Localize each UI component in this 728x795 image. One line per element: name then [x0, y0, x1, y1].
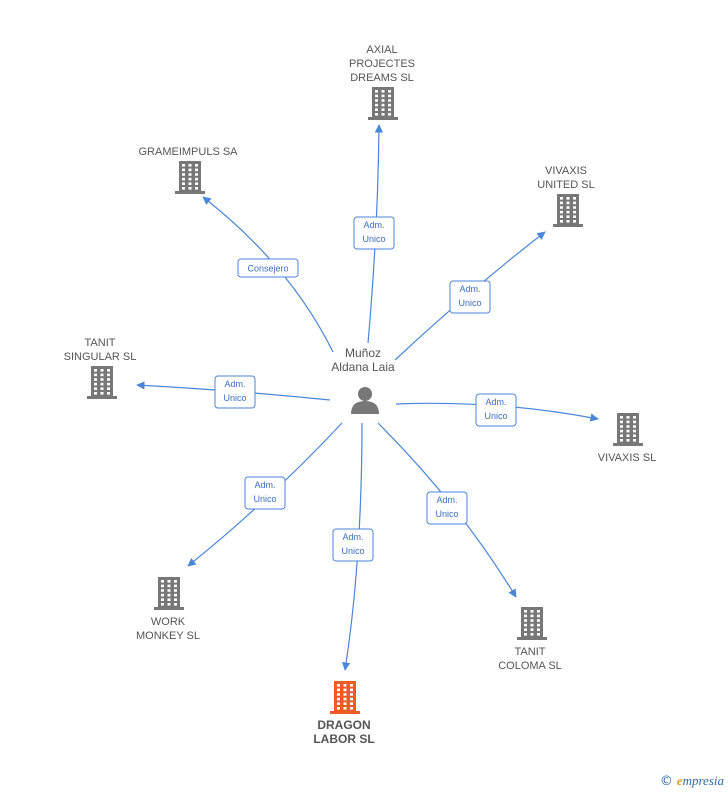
role-text: Adm.	[342, 532, 363, 542]
role-text: Adm.	[436, 495, 457, 505]
role-text: Unico	[362, 234, 385, 244]
company-name-line: MONKEY SL	[136, 630, 200, 642]
company-node-vivaxis[interactable]: VIVAXIS SL	[598, 413, 657, 464]
person-icon	[351, 387, 379, 414]
building-icon	[517, 607, 547, 640]
role-badge-axial[interactable]: Adm. Unico	[353, 216, 395, 250]
building-icon	[613, 413, 643, 446]
company-name-line: GRAMEIMPULS SA	[138, 146, 238, 158]
company-name-line: PROJECTES	[349, 58, 415, 70]
role-text: Adm.	[459, 284, 480, 294]
company-node-work-monkey[interactable]: WORK MONKEY SL	[136, 577, 200, 642]
building-icon	[154, 577, 184, 610]
building-icon	[330, 681, 360, 714]
copyright-icon: ©	[659, 774, 673, 789]
role-badge-dragon-labor[interactable]: Adm. Unico	[332, 528, 374, 562]
building-icon	[175, 161, 205, 194]
company-name-line: COLOMA SL	[498, 660, 562, 672]
company-node-tanit-singular[interactable]: TANIT SINGULAR SL	[64, 337, 137, 399]
role-text: Consejero	[247, 264, 288, 274]
role-badge-work-monkey[interactable]: Adm. Unico	[244, 476, 286, 510]
role-text: Adm.	[363, 220, 384, 230]
company-node-grameimpuls[interactable]: GRAMEIMPULS SA	[138, 146, 238, 194]
company-name-line: VIVAXIS SL	[598, 452, 657, 464]
company-name-line: AXIAL	[366, 44, 397, 56]
company-name-line: LABOR SL	[313, 732, 374, 746]
company-name-line: DREAMS SL	[350, 72, 414, 84]
company-name-line: DRAGON	[317, 718, 370, 732]
role-text: Adm.	[485, 397, 506, 407]
role-text: Adm.	[224, 379, 245, 389]
company-name-line: WORK	[151, 616, 186, 628]
footer-brand[interactable]: ©empresia	[660, 773, 724, 789]
company-node-axial[interactable]: AXIAL PROJECTES DREAMS SL	[349, 44, 415, 120]
role-text: Unico	[435, 509, 458, 519]
role-badge-tanit-singular[interactable]: Adm. Unico	[214, 375, 256, 409]
role-text: Unico	[484, 411, 507, 421]
person-name-line: Aldana Laia	[331, 360, 395, 374]
company-name-line: VIVAXIS	[545, 165, 587, 177]
role-text: Unico	[253, 494, 276, 504]
role-badge-vivaxis-united[interactable]: Adm. Unico	[449, 280, 491, 314]
building-icon	[87, 366, 117, 399]
role-text: Adm.	[254, 480, 275, 490]
person-name-line: Muñoz	[345, 346, 381, 360]
role-badge-tanit-coloma[interactable]: Adm. Unico	[426, 491, 468, 525]
company-name-line: TANIT	[515, 646, 546, 658]
company-node-tanit-coloma[interactable]: TANIT COLOMA SL	[498, 607, 562, 672]
company-name-line: UNITED SL	[537, 179, 594, 191]
role-text: Unico	[341, 546, 364, 556]
role-badge-vivaxis[interactable]: Adm. Unico	[475, 393, 517, 427]
role-text: Unico	[458, 298, 481, 308]
nodes-layer: AXIAL PROJECTES DREAMS SL GRAMEIMPULS SA VIV…	[64, 44, 657, 746]
company-node-vivaxis-united[interactable]: VIVAXIS UNITED SL	[537, 165, 595, 227]
brand-name: mpresia	[682, 773, 724, 788]
building-icon	[368, 87, 398, 120]
role-text: Unico	[223, 393, 246, 403]
building-icon	[553, 194, 583, 227]
company-name-line: SINGULAR SL	[64, 351, 137, 363]
company-name-line: TANIT	[85, 337, 116, 349]
brand-initial: e	[676, 773, 683, 788]
role-badge-grameimpuls[interactable]: Consejero	[237, 258, 299, 278]
